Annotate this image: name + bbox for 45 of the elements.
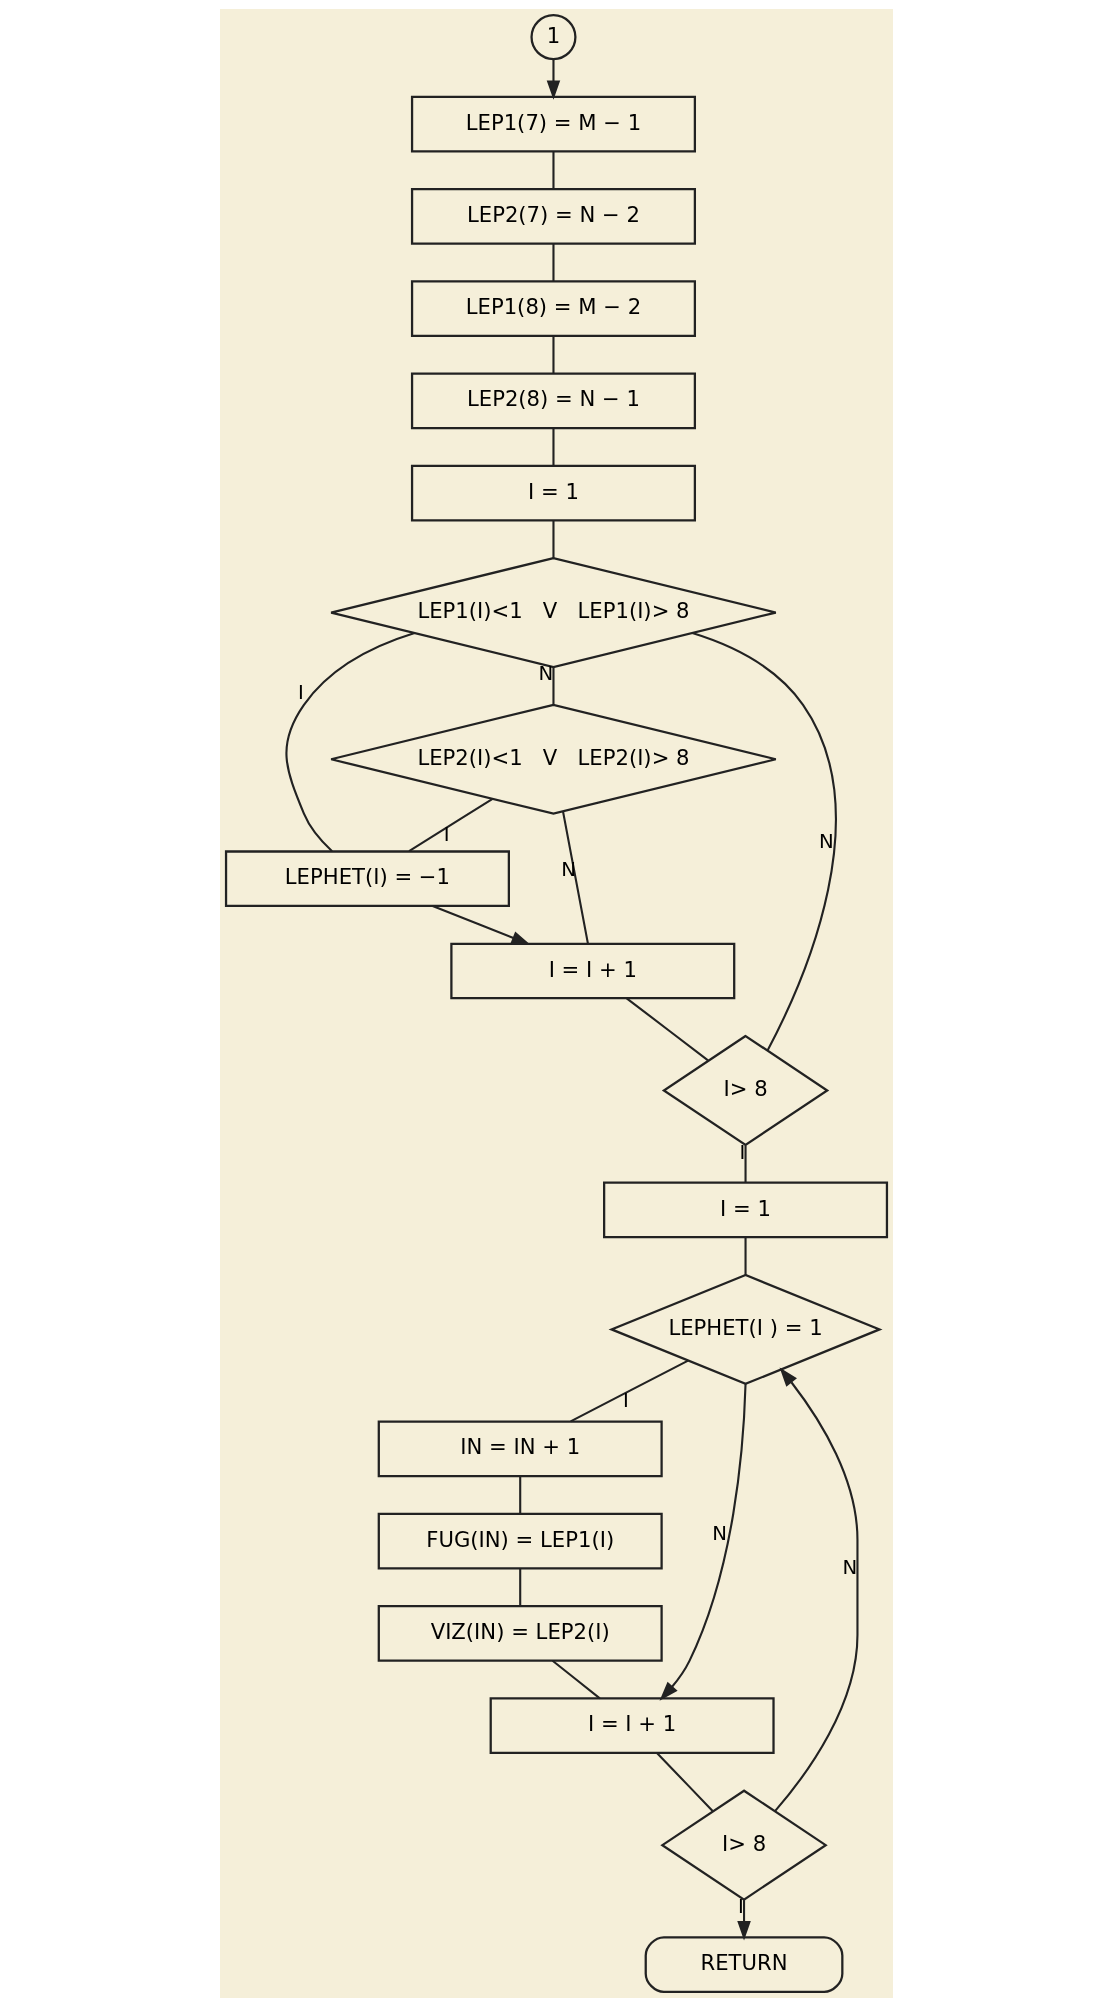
- connector: [551, 1659, 600, 1700]
- connector: [284, 632, 415, 853]
- connector: [518, 1476, 521, 1514]
- edge-label: N: [560, 857, 576, 881]
- node-box: I = 1: [602, 1181, 888, 1239]
- arrow: [546, 59, 560, 100]
- node-box: FUG(IN) = LEP1(I): [377, 1512, 663, 1570]
- arrow: [736, 1900, 751, 1941]
- connector: [551, 428, 555, 466]
- node-diamond: LEP2(I)<1 V LEP2(I)> 8: [329, 703, 777, 815]
- connector: [551, 335, 555, 374]
- node-circle: 1: [529, 14, 577, 61]
- node-box: I = I + 1: [449, 942, 735, 1000]
- node-box: RETURN: [644, 1936, 843, 1993]
- node-box: I = 1: [410, 464, 696, 522]
- connector: [744, 1145, 747, 1183]
- edge-label: I: [443, 823, 450, 847]
- node-box: LEP1(8) = M − 2: [410, 280, 696, 337]
- node-box: I = I + 1: [489, 1697, 775, 1754]
- node-box: LEP2(7) = N − 2: [410, 187, 696, 245]
- connector: [551, 151, 555, 189]
- edge-label: I: [622, 1388, 629, 1412]
- connector: [655, 1752, 714, 1812]
- node-box: VIZ(IN) = LEP2(I): [377, 1605, 663, 1662]
- connector: [551, 243, 555, 281]
- connector: [561, 811, 589, 944]
- connector: [408, 798, 493, 853]
- connector: [518, 1568, 521, 1606]
- node-box: LEPHET(I) = −1: [224, 850, 510, 908]
- connector: [569, 1359, 689, 1423]
- arrow: [773, 1367, 858, 1812]
- node-box: IN = IN + 1: [377, 1420, 663, 1478]
- edge-label: N: [818, 829, 834, 853]
- node-box: LEP1(7) = M − 1: [410, 95, 696, 153]
- connector: [744, 1237, 747, 1275]
- edge-label: N: [842, 1556, 857, 1580]
- connector: [551, 520, 555, 559]
- node-box: LEP2(8) = N − 1: [410, 372, 696, 430]
- edge-label: N: [711, 1522, 727, 1546]
- arrow: [431, 905, 531, 945]
- edge-label: I: [297, 681, 304, 705]
- connector: [691, 632, 837, 1052]
- connector: [551, 667, 555, 705]
- arrow: [659, 1383, 747, 1701]
- connector: [625, 997, 709, 1062]
